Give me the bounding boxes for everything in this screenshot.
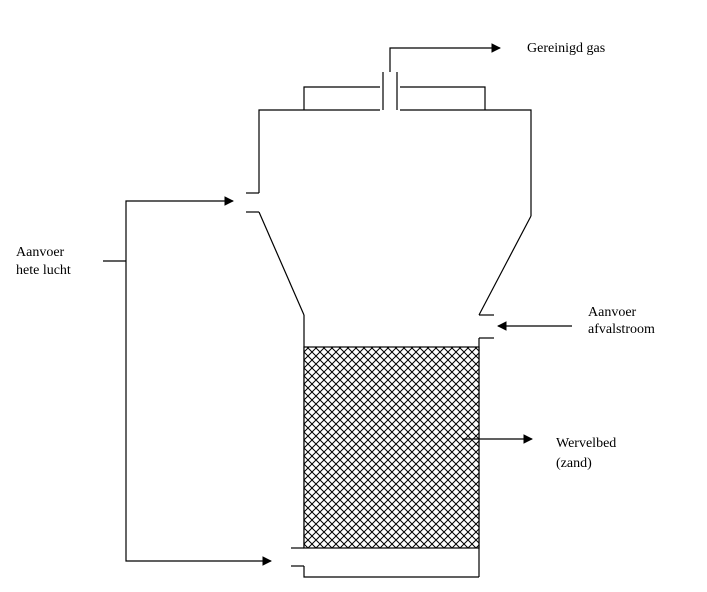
gas-outlet — [382, 43, 501, 110]
vessel-cone — [258, 211, 532, 316]
label-hot-air-line2: hete lucht — [16, 263, 71, 278]
left-air-inlet — [246, 192, 259, 213]
label-purified-gas: Gereinigd gas — [527, 41, 605, 56]
label-bed-line1: Wervelbed — [556, 436, 616, 451]
sand-bed — [303, 346, 480, 549]
label-hot-air-line1: Aanvoer — [16, 245, 65, 260]
vessel-top — [258, 86, 532, 216]
label-waste-line2: afvalstroom — [588, 322, 655, 337]
hot-air-supply-arrows — [103, 196, 272, 566]
label-waste-line1: Aanvoer — [588, 305, 637, 320]
label-bed-line2: (zand) — [556, 456, 592, 471]
